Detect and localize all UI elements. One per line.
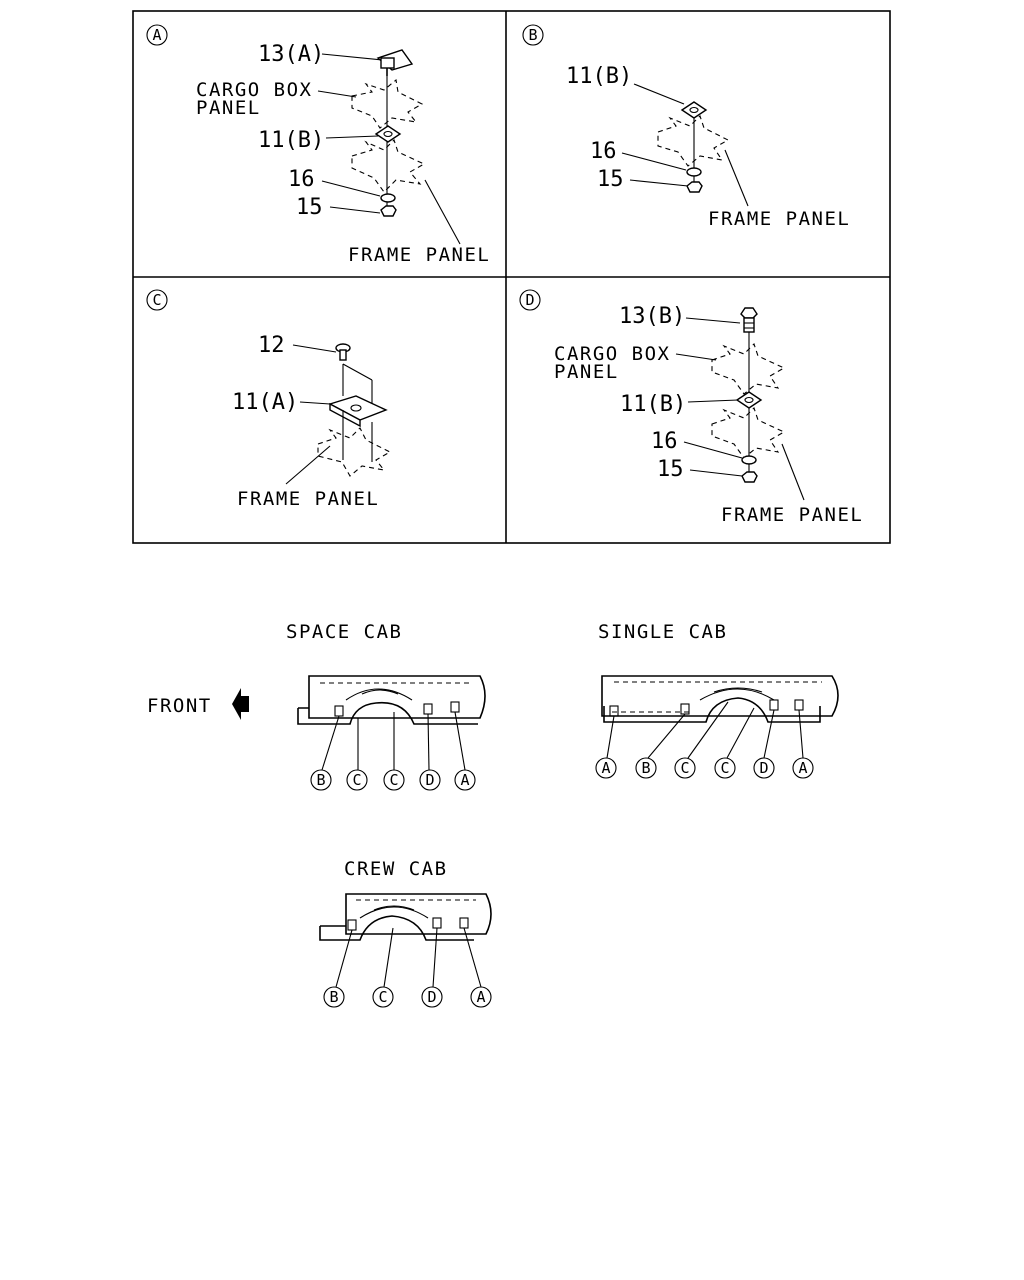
panel-a-marker-circle: [146, 24, 168, 46]
cargo-box-panel-label-line2: PANEL: [196, 97, 261, 119]
washer-11b-icon: [374, 125, 402, 143]
cargo-box-panel-label-line2: PANEL: [554, 361, 619, 383]
washer-11b-icon: [680, 101, 708, 119]
location-marker: C: [378, 988, 387, 1006]
single-cab-markers: A B C C D A: [595, 701, 814, 779]
location-marker: B: [329, 988, 338, 1006]
cargo-box-panel-label-line1: CARGO BOX: [196, 79, 312, 101]
location-marker: B: [316, 771, 325, 789]
frame-panel-label: FRAME PANEL: [708, 208, 850, 230]
crew-cab-title: CREW CAB: [344, 858, 448, 880]
crew-cab-markers: B C D A: [323, 927, 492, 1008]
location-marker: C: [389, 771, 398, 789]
location-marker: D: [425, 771, 434, 789]
callout-16: 16: [288, 167, 315, 192]
cargo-box-panel-fragment: [351, 78, 424, 129]
callout-15: 15: [296, 195, 323, 220]
cargo-box-panel-label-line1: CARGO BOX: [554, 343, 670, 365]
panel-d-marker: D: [525, 291, 534, 309]
washer-16-icon: [686, 167, 702, 177]
washer-16-icon: [380, 193, 396, 203]
bracket-11a-icon: [328, 363, 388, 428]
single-cab-title: SINGLE CAB: [598, 621, 727, 643]
panel-c-marker: C: [152, 291, 161, 309]
space-cab-title: SPACE CAB: [286, 621, 402, 643]
detail-panel-b: B 11(B) 16 15 FRAME PANEL: [522, 24, 850, 230]
nut-15-icon: [380, 205, 397, 217]
bolt-13a-icon: [376, 49, 414, 76]
detail-panel-c: C 12 11(A) FRAME PANEL: [146, 289, 392, 510]
detail-panel-d: D 13(B) CARGO BOX PANEL 11(B) 16 15 FRAM…: [519, 289, 863, 526]
cargo-box-panel-fragment: [711, 342, 786, 395]
frame-panel-label: FRAME PANEL: [348, 244, 490, 266]
single-cab-view: SINGLE CAB A B C C: [595, 621, 839, 779]
location-marker: A: [798, 759, 807, 777]
frame-panel-fragment: [711, 406, 786, 459]
callout-12: 12: [258, 333, 285, 358]
location-marker: D: [427, 988, 436, 1006]
callout-13b: 13(B): [619, 304, 685, 329]
front-arrow-icon: [232, 688, 249, 720]
nut-15-icon: [741, 471, 758, 483]
callout-13a: 13(A): [258, 42, 324, 67]
single-cab-body-outline: [601, 675, 839, 723]
frame-panel-label: FRAME PANEL: [721, 504, 863, 526]
location-marker: B: [641, 759, 650, 777]
washer-16-icon: [741, 455, 757, 465]
detail-panel-grid: [132, 10, 891, 544]
callout-16: 16: [590, 139, 617, 164]
space-cab-body-outline: [297, 675, 486, 725]
panel-a-marker: A: [152, 26, 161, 44]
callout-11b: 11(B): [258, 128, 324, 153]
bolt-13b-icon: [740, 307, 758, 333]
location-marker: D: [759, 759, 768, 777]
location-marker: C: [720, 759, 729, 777]
callout-15: 15: [597, 167, 624, 192]
front-label: FRONT: [147, 695, 212, 717]
crew-cab-view: CREW CAB B C D A: [319, 858, 492, 1008]
callout-11a: 11(A): [232, 390, 298, 415]
location-marker: A: [460, 771, 469, 789]
panel-b-marker: B: [528, 26, 537, 44]
frame-panel-fragment: [317, 427, 392, 477]
location-marker: C: [680, 759, 689, 777]
frame-panel-fragment: [351, 138, 426, 193]
callout-16: 16: [651, 429, 678, 454]
screw-12-icon: [335, 343, 351, 361]
space-cab-markers: B C C D A: [310, 711, 476, 791]
washer-11b-icon: [735, 391, 763, 409]
location-marker: A: [476, 988, 485, 1006]
frame-panel-fragment: [657, 114, 730, 167]
callout-11b: 11(B): [620, 392, 686, 417]
callout-11b: 11(B): [566, 64, 632, 89]
front-indicator: FRONT: [147, 688, 249, 720]
callout-15: 15: [657, 457, 684, 482]
nut-15-icon: [686, 181, 703, 193]
detail-panel-a: A 13(A) CARGO BOX PANEL 11(B) 16 15 FRAM…: [146, 24, 490, 266]
location-marker: A: [601, 759, 610, 777]
location-marker: C: [352, 771, 361, 789]
frame-panel-label: FRAME PANEL: [237, 488, 379, 510]
space-cab-view: SPACE CAB B C C D A: [286, 621, 486, 791]
